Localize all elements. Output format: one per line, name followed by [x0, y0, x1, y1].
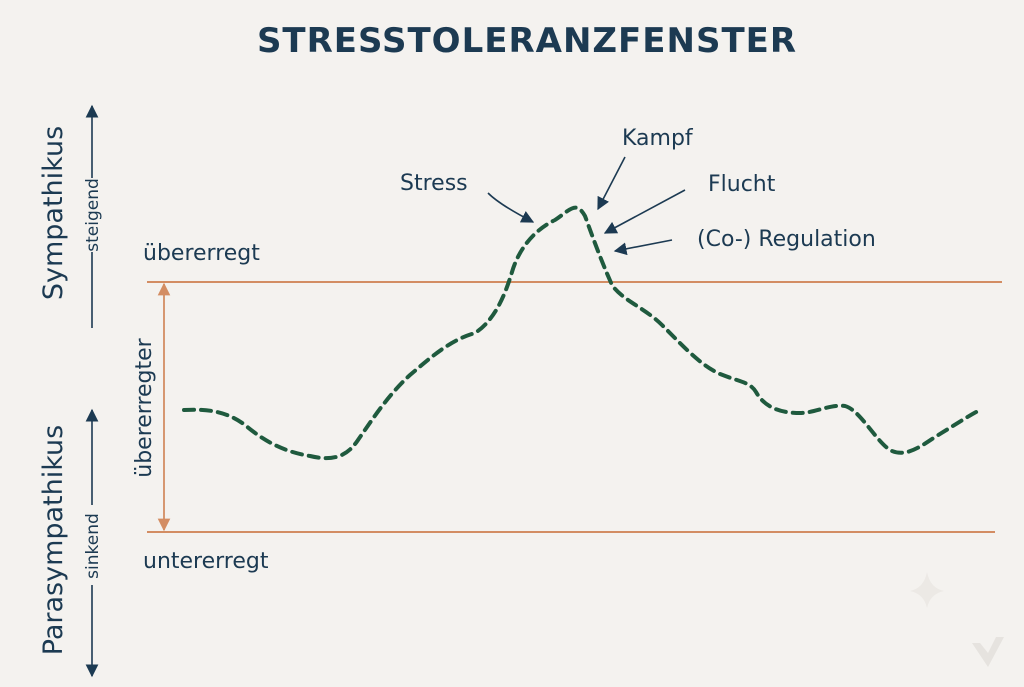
kampf-label: Kampf [622, 126, 694, 151]
parasympathikus-label: Parasympathikus [38, 425, 69, 655]
sparkle-icon [910, 572, 944, 608]
regulation-pointer [613, 239, 673, 256]
sympathikus-label: Sympathikus [38, 126, 69, 300]
logo-watermark-icon [972, 637, 1004, 667]
regulation-label: (Co-) Regulation [697, 227, 876, 252]
annotation-stress: Stress [400, 171, 535, 223]
arousal-curve [182, 205, 980, 461]
annotation-regulation: (Co-) Regulation [613, 227, 876, 256]
stress-label: Stress [400, 171, 468, 196]
annotation-kampf: Kampf [597, 126, 694, 211]
parasympathikus-sub-label: sinkend [83, 513, 103, 579]
sympathikus-sub-label: steigend [83, 178, 103, 252]
lower-threshold-label: untererregt [143, 549, 269, 574]
diagram-title: STRESSTOLERANZFENSTER [257, 21, 797, 61]
sympathikus-axis: Sympathikus steigend [38, 104, 103, 328]
annotation-flucht: Flucht [603, 172, 776, 234]
kampf-pointer [597, 156, 626, 211]
flucht-pointer [603, 189, 686, 234]
parasympathikus-axis: Parasympathikus sinkend [38, 408, 103, 678]
stress-pointer [487, 192, 535, 223]
upper-threshold-label: übererregt [143, 241, 260, 266]
flucht-label: Flucht [708, 172, 776, 197]
tolerance-window-label: übererregter [132, 337, 157, 477]
